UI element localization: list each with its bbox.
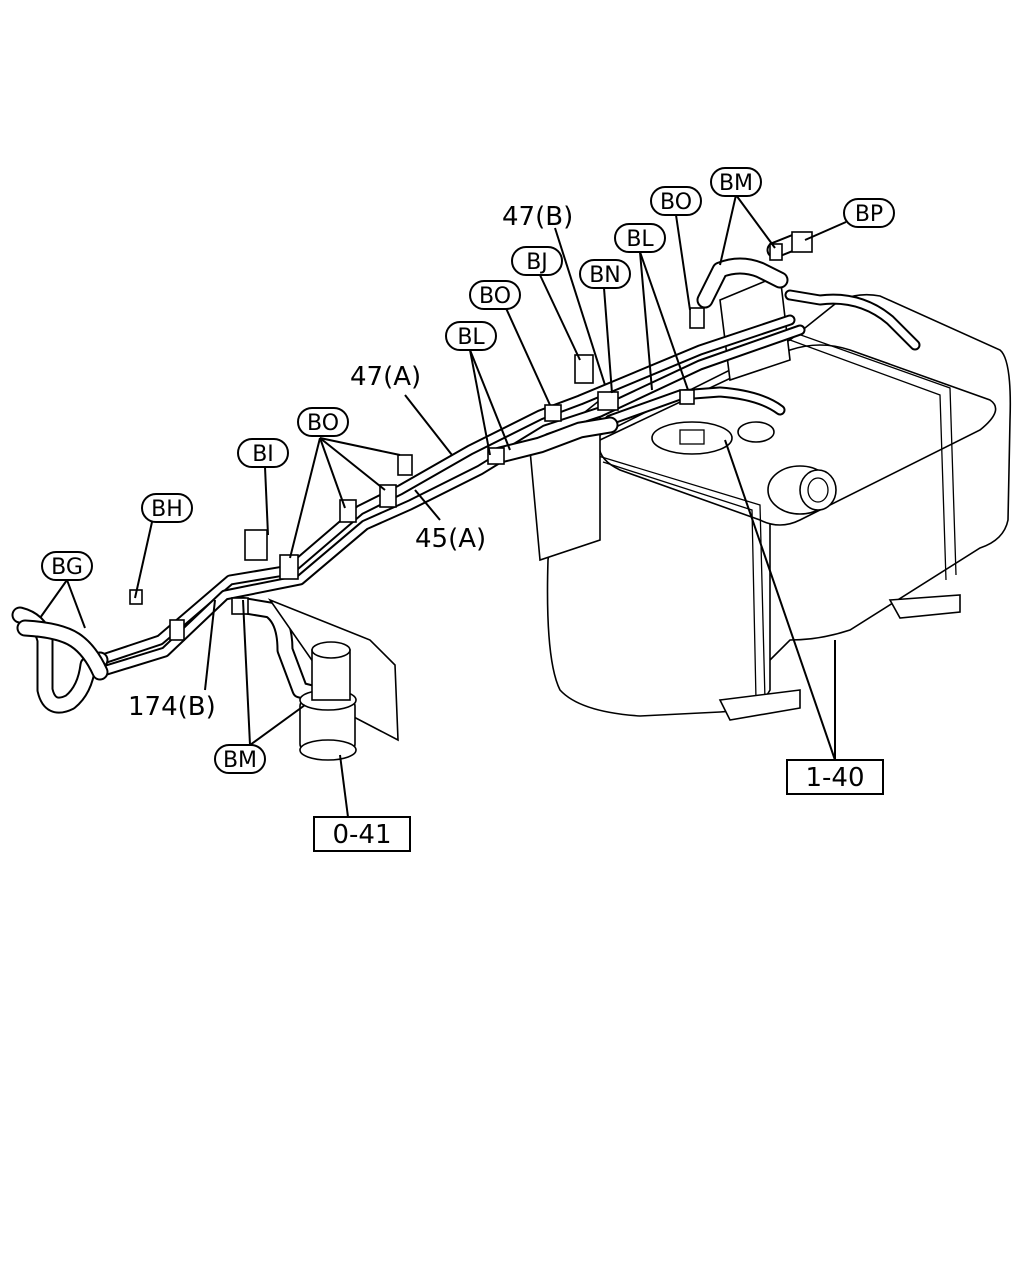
callout-bp: BP (843, 198, 895, 228)
callout-bo-3: BO (650, 186, 702, 216)
callout-bm-2-text: BM (223, 748, 257, 773)
callout-bh-text: BH (151, 497, 183, 522)
callout-bo-3-text: BO (660, 190, 692, 215)
reference-0-41-text: 0-41 (332, 820, 391, 850)
part-label-47a: 47(A) (350, 362, 421, 392)
callout-bh: BH (141, 493, 193, 523)
part-label-47b: 47(B) (502, 202, 573, 232)
leader-lines (39, 194, 847, 818)
callout-bj: BJ (511, 246, 563, 276)
fuel-pipes (94, 289, 921, 678)
callout-bo-1-text: BO (307, 411, 339, 436)
callout-bi: BI (237, 438, 289, 468)
reference-1-40-text: 1-40 (805, 763, 864, 793)
callout-bm-2: BM (214, 744, 266, 774)
fuel-hoses (11, 231, 809, 714)
callout-bn: BN (579, 259, 631, 289)
callout-bl-2: BL (614, 223, 666, 253)
part-label-174b: 174(B) (128, 692, 216, 722)
callout-bm-1: BM (710, 167, 762, 197)
callout-bo-2-text: BO (479, 284, 511, 309)
fuel-filter (267, 598, 399, 761)
callout-bj-text: BJ (526, 250, 548, 275)
callout-bl-1-text: BL (457, 325, 485, 350)
fuel-tank (529, 273, 1012, 721)
callout-bl-2-text: BL (626, 227, 654, 252)
callout-bl-1: BL (445, 321, 497, 351)
callout-bg: BG (41, 551, 93, 581)
callout-bm-1-text: BM (719, 171, 753, 196)
reference-box-0-41: 0-41 (313, 816, 411, 852)
callout-bo-2: BO (469, 280, 521, 310)
callout-bi-text: BI (252, 442, 274, 467)
reference-box-1-40: 1-40 (786, 759, 884, 795)
callout-bn-text: BN (589, 263, 621, 288)
part-label-45a: 45(A) (415, 524, 486, 554)
callout-bo-1: BO (297, 407, 349, 437)
callout-bg-text: BG (51, 555, 83, 580)
callout-bp-text: BP (855, 202, 883, 227)
